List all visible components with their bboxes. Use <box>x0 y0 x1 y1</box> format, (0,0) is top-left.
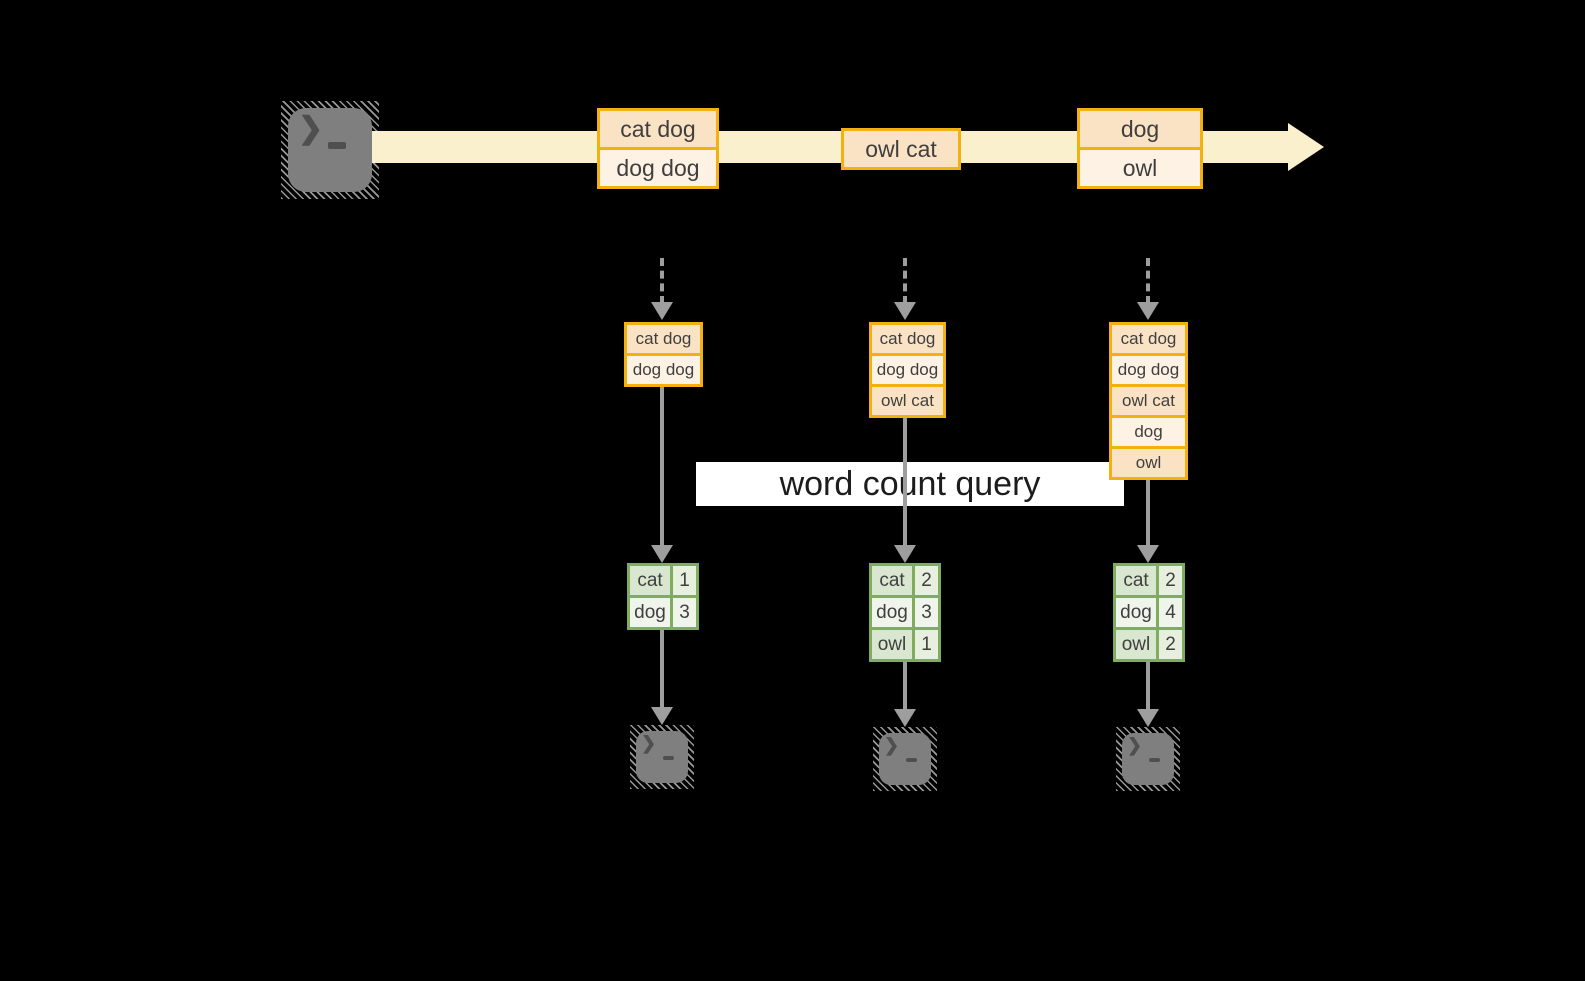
terminal-prompt-icon: ❯ <box>298 112 324 145</box>
stream-event: dog <box>1080 111 1200 147</box>
event-buffer-3: cat dog dog dog owl cat dog owl <box>1109 322 1188 480</box>
word-cell: owl <box>1116 630 1156 659</box>
buffer-row: cat dog <box>1112 325 1185 353</box>
count-cell: 3 <box>915 598 938 627</box>
buffer-row: dog dog <box>627 353 700 384</box>
query-input-arrowhead-3 <box>1137 545 1159 563</box>
query-output-arrow-line-2 <box>903 662 907 709</box>
count-cell: 3 <box>673 598 696 627</box>
buffer-row: owl <box>1112 446 1185 477</box>
word-count-table-2: cat 2 dog 3 owl 1 <box>869 563 941 662</box>
terminal-cursor-icon <box>328 142 346 149</box>
event-buffer-1: cat dog dog dog <box>624 322 703 387</box>
word-cell: cat <box>1116 566 1156 595</box>
stream-event-batch-2: owl cat <box>841 128 961 170</box>
terminal-cursor-icon <box>663 756 674 760</box>
stream-event-batch-3: dog owl <box>1077 108 1203 189</box>
terminal-prompt-icon: ❯ <box>884 735 900 755</box>
word-cell: dog <box>630 598 670 627</box>
ingest-arrowhead-3 <box>1137 302 1159 320</box>
word-count-table-3: cat 2 dog 4 owl 2 <box>1113 563 1185 662</box>
buffer-row: dog dog <box>1112 353 1185 384</box>
query-banner: word count query <box>696 462 1124 506</box>
buffer-row: dog <box>1112 415 1185 446</box>
word-cell: cat <box>872 566 912 595</box>
terminal-prompt-icon: ❯ <box>1127 735 1143 755</box>
query-output-arrowhead-3 <box>1137 709 1159 727</box>
sink-terminal-icon-1: ❯ <box>630 725 694 789</box>
buffer-row: cat dog <box>872 325 943 353</box>
terminal-cursor-icon <box>1149 758 1160 762</box>
query-output-arrowhead-2 <box>894 709 916 727</box>
stream-event: cat dog <box>600 111 716 147</box>
stream-event: owl cat <box>844 131 958 167</box>
query-output-arrow-line-3 <box>1146 662 1150 709</box>
query-input-arrowhead-2 <box>894 545 916 563</box>
count-cell: 2 <box>1159 630 1182 659</box>
word-cell: dog <box>872 598 912 627</box>
count-cell: 1 <box>915 630 938 659</box>
sink-terminal-icon-2: ❯ <box>873 727 937 791</box>
buffer-row: dog dog <box>872 353 943 384</box>
query-input-arrow-line-3 <box>1146 480 1150 545</box>
count-cell: 1 <box>673 566 696 595</box>
query-output-arrowhead-1 <box>651 707 673 725</box>
query-banner-label: word count query <box>779 464 1041 503</box>
word-cell: owl <box>872 630 912 659</box>
terminal-screen: ❯ <box>288 108 372 192</box>
stream-event: dog dog <box>600 147 716 186</box>
word-cell: dog <box>1116 598 1156 627</box>
query-input-arrow-line-2 <box>903 418 907 545</box>
terminal-cursor-icon <box>906 758 917 762</box>
ingest-arrowhead-2 <box>894 302 916 320</box>
query-input-arrow-line-1 <box>660 387 664 545</box>
terminal-screen: ❯ <box>879 733 931 785</box>
query-input-arrowhead-1 <box>651 545 673 563</box>
count-cell: 4 <box>1159 598 1182 627</box>
buffer-row: owl cat <box>1112 384 1185 415</box>
word-count-table-1: cat 1 dog 3 <box>627 563 699 630</box>
source-terminal-icon: ❯ <box>281 101 379 199</box>
ingest-arrowhead-1 <box>651 302 673 320</box>
query-output-arrow-line-1 <box>660 630 664 707</box>
count-cell: 2 <box>1159 566 1182 595</box>
terminal-screen: ❯ <box>1122 733 1174 785</box>
count-cell: 2 <box>915 566 938 595</box>
buffer-row: cat dog <box>627 325 700 353</box>
stream-arrowhead <box>1288 123 1324 171</box>
ingest-arrow-line-2 <box>903 258 907 304</box>
stream-event: owl <box>1080 147 1200 186</box>
ingest-arrow-line-3 <box>1146 258 1150 304</box>
buffer-row: owl cat <box>872 384 943 415</box>
event-buffer-2: cat dog dog dog owl cat <box>869 322 946 418</box>
ingest-arrow-line-1 <box>660 258 664 304</box>
word-cell: cat <box>630 566 670 595</box>
stream-event-batch-1: cat dog dog dog <box>597 108 719 189</box>
terminal-prompt-icon: ❯ <box>641 733 657 753</box>
terminal-screen: ❯ <box>636 731 688 783</box>
sink-terminal-icon-3: ❯ <box>1116 727 1180 791</box>
